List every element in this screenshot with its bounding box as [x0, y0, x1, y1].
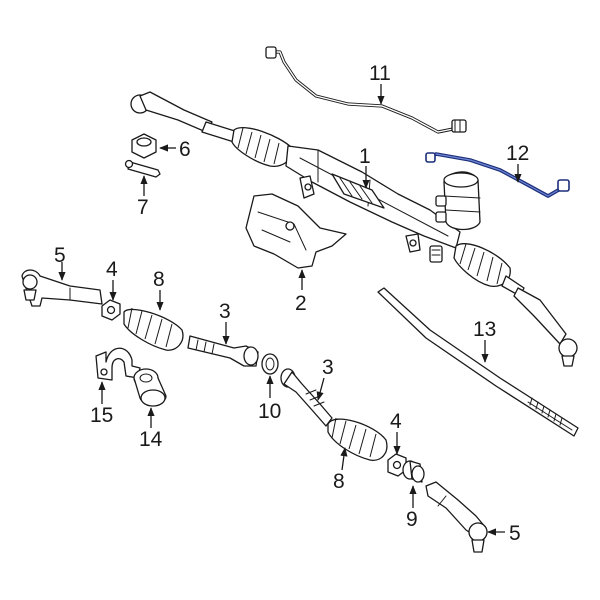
rack-bar-part-13[interactable] — [377, 287, 579, 437]
pressure-line-part-11[interactable] — [265, 46, 467, 134]
bracket-part-15[interactable] — [95, 347, 141, 381]
callout-10: 10 — [258, 400, 281, 423]
callout-4-lower: 4 — [390, 410, 402, 433]
callout-5-right: 5 — [509, 522, 521, 545]
jam-nut-left-part-4[interactable] — [101, 299, 121, 321]
boot-lower-part-8[interactable] — [327, 417, 388, 461]
sleeve-part-9[interactable] — [402, 460, 425, 483]
callout-9: 9 — [406, 508, 418, 531]
callout-12: 12 — [506, 142, 529, 165]
ring-part-10[interactable] — [261, 353, 279, 375]
jam-nut-lower-part-4[interactable] — [387, 453, 407, 477]
callout-6: 6 — [179, 138, 191, 161]
callout-4-upper: 4 — [106, 258, 118, 281]
inner-tie-rod-lower-part-3[interactable] — [280, 368, 333, 427]
cotter-pin-part-7[interactable] — [124, 159, 161, 178]
steering-gear-part-1[interactable] — [130, 91, 578, 367]
bushing-part-14[interactable] — [133, 368, 167, 407]
heat-shield-part-2[interactable] — [245, 193, 347, 269]
callout-1: 1 — [359, 145, 371, 168]
callout-15: 15 — [90, 404, 113, 427]
callout-8-lower: 8 — [333, 470, 345, 493]
callout-14: 14 — [139, 428, 163, 451]
nut-part-6[interactable] — [131, 133, 157, 159]
inner-tie-rod-upper-part-3[interactable] — [187, 335, 259, 367]
callout-2: 2 — [295, 292, 307, 315]
callout-7: 7 — [137, 196, 149, 219]
tie-rod-end-right-part-5[interactable] — [425, 481, 488, 553]
callout-3-lower: 3 — [322, 356, 334, 379]
tie-rod-end-left-part-5[interactable] — [21, 269, 103, 307]
callout-3-upper: 3 — [219, 300, 231, 323]
callout-13: 13 — [473, 318, 496, 341]
callout-labels: 1 2 3 3 4 4 5 5 6 7 8 8 9 10 11 12 13 14… — [54, 62, 529, 545]
return-line-part-12[interactable] — [425, 152, 570, 198]
callout-5-left: 5 — [54, 244, 66, 267]
callout-11: 11 — [369, 62, 391, 85]
callout-8-upper: 8 — [153, 268, 165, 291]
leader-lines — [58, 84, 522, 536]
boot-left-part-8[interactable] — [123, 307, 184, 351]
